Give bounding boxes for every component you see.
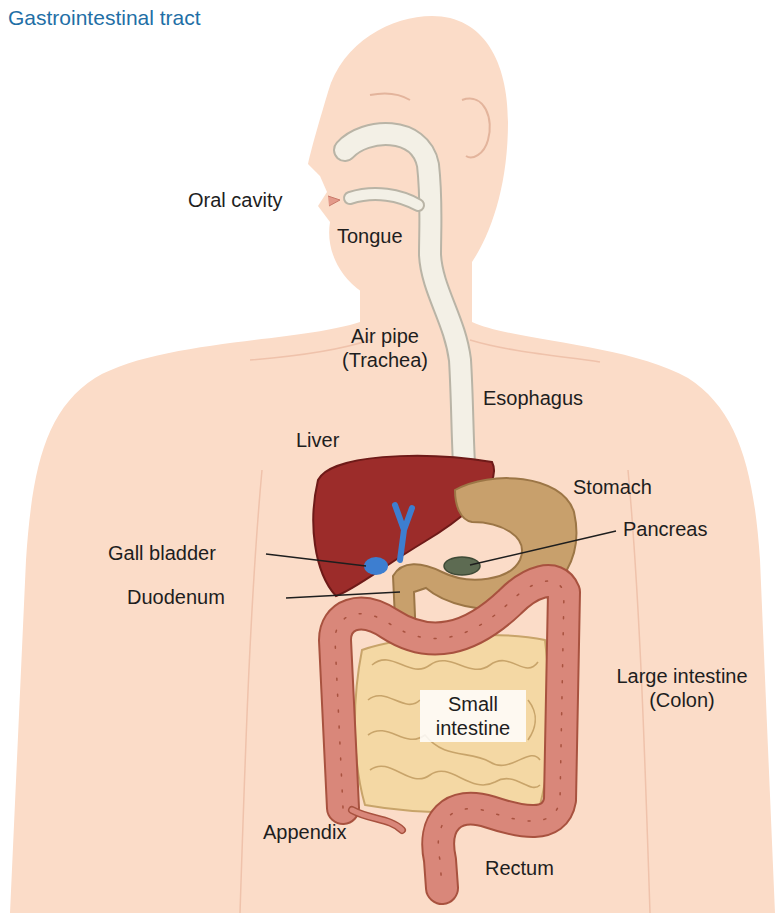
collar-line [470, 340, 600, 362]
part-label: Duodenum [127, 585, 225, 609]
part-label: Air pipe (Trachea) [325, 324, 445, 372]
body-silhouette [10, 250, 775, 913]
part-label: Tongue [337, 224, 403, 248]
part-label: Large intestine (Colon) [596, 664, 768, 712]
head-silhouette [308, 16, 508, 322]
part-label: Pancreas [623, 517, 708, 541]
large-intestine [335, 581, 564, 888]
bile-duct [395, 505, 412, 560]
part-label: Stomach [573, 475, 652, 499]
part-label: Oral cavity [188, 188, 282, 212]
intestine-loops [368, 660, 540, 788]
hair-line [370, 94, 410, 100]
airway [345, 134, 466, 495]
leader-lines [266, 531, 616, 598]
ear [462, 99, 490, 158]
part-label: Esophagus [483, 386, 583, 410]
small-intestine [355, 635, 550, 812]
diagram-title: Gastrointestinal tract [8, 6, 201, 30]
part-label: Rectum [485, 856, 554, 880]
pancreas [444, 557, 480, 575]
gall-bladder [364, 557, 388, 575]
part-label: Appendix [263, 820, 346, 844]
part-label: Gall bladder [108, 541, 216, 565]
part-label: Small intestine [420, 690, 526, 742]
part-label: Liver [296, 428, 339, 452]
lips [328, 196, 340, 206]
arm-line [240, 470, 262, 913]
